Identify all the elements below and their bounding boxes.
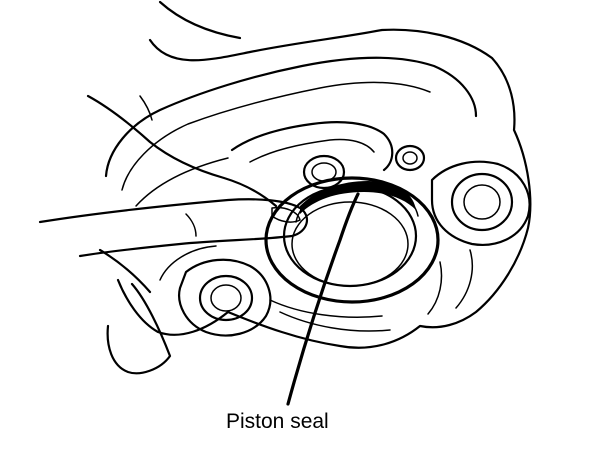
caliper-body-outline: [116, 28, 532, 349]
right-flange-lower: [427, 261, 443, 315]
left-mount-hole-inner: [210, 284, 242, 312]
piston-seal-edge: [295, 183, 419, 223]
hand-palm-outline: [106, 282, 172, 375]
finger-knuckle: [185, 213, 197, 237]
piston-bore-rim: [282, 184, 418, 288]
left-flange: [159, 245, 217, 281]
lower-flange: [279, 311, 391, 332]
caliper-window-inner: [249, 138, 375, 163]
lower-flange-2: [269, 299, 383, 318]
piston-seal-groove: [300, 181, 416, 214]
caliper-bridge-rib: [135, 157, 229, 207]
fingernail: [271, 206, 301, 223]
hand-lower-edge: [98, 248, 152, 294]
right-mount-hole-inner: [463, 184, 501, 220]
right-mount-hole: [450, 172, 514, 232]
bleeder-hole-inner: [402, 151, 418, 165]
caliper-bridge: [104, 56, 478, 178]
piston-bore-outer: [264, 176, 440, 304]
left-mount-hole: [198, 274, 254, 322]
caliper-window: [230, 121, 394, 172]
caliper-bridge-inner: [121, 81, 431, 191]
thumb: [86, 94, 278, 208]
right-mount-boss: [430, 160, 531, 246]
left-mount-boss: [178, 258, 272, 337]
caliper-boss: [302, 154, 346, 190]
piston-seal-leader: [286, 192, 360, 406]
bleeder-hole: [394, 144, 426, 172]
arm-top-line: [158, 0, 242, 40]
thumb-edge: [139, 95, 153, 121]
index-finger: [38, 198, 309, 258]
piston-seal-label: Piston seal: [226, 410, 329, 433]
right-flange: [455, 249, 474, 309]
piston-bore-inner: [291, 201, 409, 287]
